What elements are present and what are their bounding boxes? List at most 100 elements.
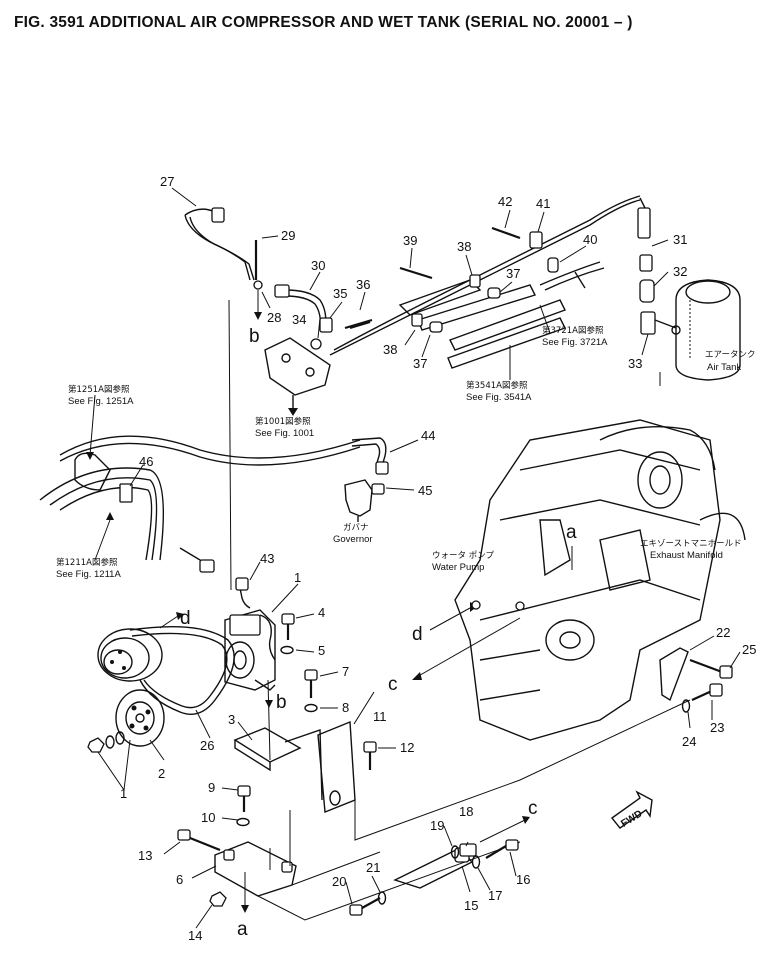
- callout-38-bottom: 38: [383, 342, 397, 357]
- callout-21: 21: [366, 860, 380, 875]
- callout-3: 3: [228, 712, 235, 727]
- callout-29: 29: [281, 228, 295, 243]
- washer-19: [450, 845, 460, 859]
- callout-b-top: b: [249, 326, 260, 347]
- callout-37-top: 37: [506, 266, 520, 281]
- callout-26: 26: [200, 738, 214, 753]
- ref-3721-jp: 第3721A図参照: [542, 325, 604, 336]
- callout-6: 6: [176, 872, 183, 887]
- air-compressor[interactable]: [224, 609, 276, 691]
- fwd-arrow: [610, 790, 653, 829]
- washer-17: [471, 855, 481, 869]
- callout-18: 18: [459, 804, 473, 819]
- callout-16: 16: [516, 872, 530, 887]
- ref-1001-jp: 第1001図参照: [255, 416, 311, 427]
- washer-10: [236, 817, 250, 827]
- hose-30: [274, 284, 333, 333]
- ref-3541-jp: 第3541A図参照: [466, 380, 528, 391]
- ref-1251: See Fig. 1251A: [68, 396, 134, 407]
- bolt-7: [304, 669, 318, 698]
- callout-c-bottom: c: [528, 798, 538, 819]
- callout-22: 22: [716, 625, 730, 640]
- callout-20: 20: [332, 874, 346, 889]
- washer-24: [681, 699, 691, 713]
- ref-3541: See Fig. 3541A: [466, 392, 532, 403]
- pulley-2: [115, 689, 165, 747]
- governor-label: Governor: [333, 534, 373, 545]
- washer-8: [304, 703, 318, 713]
- callout-44: 44: [421, 428, 435, 443]
- callout-30: 30: [311, 258, 325, 273]
- air-line-assembly: [329, 195, 677, 369]
- bracket-11: [317, 720, 356, 813]
- bracket-6: [214, 810, 297, 897]
- callout-10: 10: [201, 810, 215, 825]
- callout-46: 46: [139, 454, 153, 469]
- callout-5: 5: [318, 643, 325, 658]
- bolt-25: [689, 658, 733, 679]
- callout-a-bottom: a: [237, 919, 248, 940]
- water-pump-label: Water Pump: [432, 562, 484, 573]
- callout-43: 43: [260, 551, 274, 566]
- ref-1211-jp: 第1211A図参照: [56, 557, 118, 568]
- callout-35: 35: [333, 286, 347, 301]
- bolt-12: [363, 741, 377, 770]
- callout-36: 36: [356, 277, 370, 292]
- washer-21: [377, 891, 387, 905]
- callout-28: 28: [267, 310, 281, 325]
- ref-1251-jp: 第1251A図参照: [68, 384, 130, 395]
- callout-13: 13: [138, 848, 152, 863]
- callout-38-top: 38: [457, 239, 471, 254]
- callout-14: 14: [188, 928, 202, 943]
- bolt-4: [281, 613, 295, 640]
- callout-9: 9: [208, 780, 215, 795]
- callout-37-bottom: 37: [413, 356, 427, 371]
- callout-4: 4: [318, 605, 325, 620]
- engine-pulley-ref: [39, 435, 361, 561]
- exhaust-manifold-jp: エキゾーストマニホールド: [640, 539, 742, 549]
- figure-title: FIG. 3591 ADDITIONAL AIR COMPRESSOR AND …: [14, 14, 633, 31]
- engine-block: [454, 419, 746, 741]
- nuts-1: [87, 731, 131, 792]
- bolt-20: [349, 897, 381, 916]
- callout-11: 11: [373, 709, 387, 724]
- callout-19: 19: [430, 818, 444, 833]
- callout-23: 23: [710, 720, 724, 735]
- callout-15: 15: [464, 898, 478, 913]
- callout-40: 40: [583, 232, 597, 247]
- bracket-22: [659, 647, 689, 702]
- callout-1-bottom: 1: [120, 786, 127, 801]
- pipe-27: [184, 207, 255, 281]
- governor[interactable]: [344, 479, 385, 522]
- air-tank-jp-label: エアータンク: [705, 350, 756, 360]
- air-tank-label: Air Tank: [707, 362, 741, 373]
- bracket-fig1001: [264, 337, 331, 416]
- callout-17: 17: [488, 888, 502, 903]
- nut-14: [209, 891, 227, 907]
- bolt-9: [237, 785, 251, 812]
- callout-a-engine: a: [566, 522, 577, 543]
- callout-31: 31: [673, 232, 687, 247]
- bolt-13: [177, 829, 221, 852]
- compressor-pulley: [97, 628, 163, 682]
- callout-45: 45: [418, 483, 432, 498]
- belt-26: [129, 625, 235, 715]
- air-tank[interactable]: [671, 279, 741, 381]
- callout-24: 24: [682, 734, 696, 749]
- callout-7: 7: [342, 664, 349, 679]
- exhaust-manifold-label: Exhaust Manifold: [650, 550, 723, 561]
- callout-33: 33: [628, 356, 642, 371]
- callout-42: 42: [498, 194, 512, 209]
- fwd-label: FWD: [619, 808, 644, 829]
- hose-44: [351, 437, 389, 475]
- ref-3721: See Fig. 3721A: [542, 337, 608, 348]
- callout-39: 39: [403, 233, 417, 248]
- governor-jp-label: ガバナ: [343, 522, 369, 533]
- ref-1211: See Fig. 1211A: [56, 569, 121, 580]
- callout-8: 8: [342, 700, 349, 715]
- callout-d-left: d: [180, 608, 191, 629]
- water-pump-jp: ウォータ ポンプ: [432, 551, 494, 561]
- callout-27: 27: [160, 174, 174, 189]
- callout-41: 41: [536, 196, 550, 211]
